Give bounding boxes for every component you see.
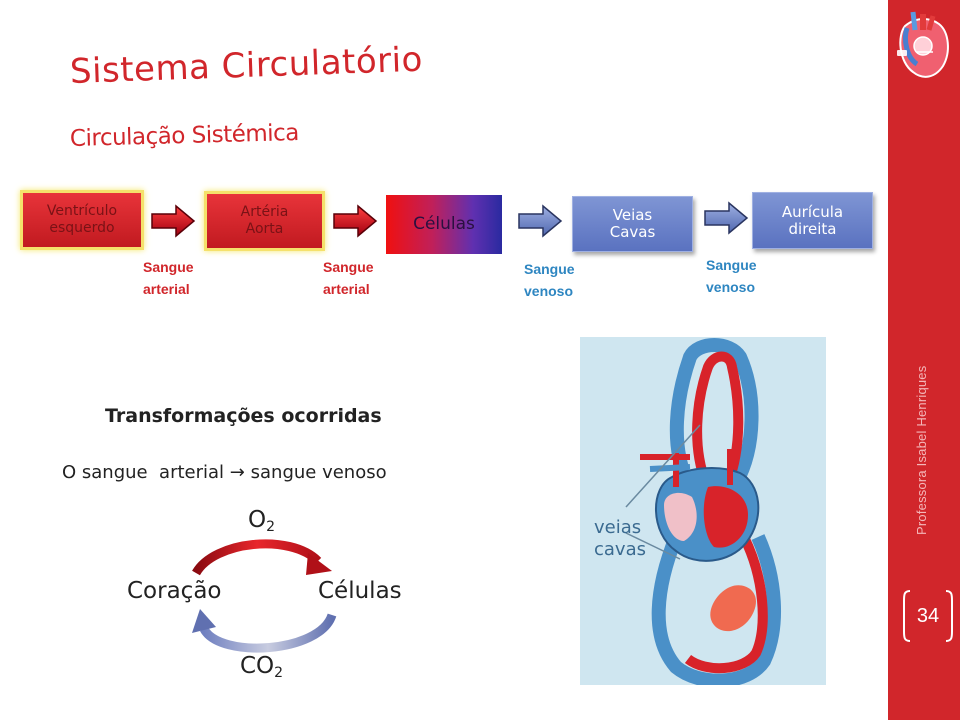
gas-co2-label: CO2 <box>240 653 283 681</box>
illustration-label-line2: cavas <box>594 539 646 560</box>
node-coracao: Coração <box>127 578 222 604</box>
arrow-right-icon <box>151 204 196 238</box>
slide-subtitle: Circulação Sistémica <box>69 120 300 152</box>
box-label-line1: Veias <box>612 206 653 224</box>
gas-bottom-text: CO <box>240 653 275 679</box>
circulation-illustration: veias cavas <box>580 337 826 685</box>
slide-title: Sistema Circulatório <box>69 39 424 92</box>
page-number-box: 34 <box>902 589 954 643</box>
box-label-line2: Aorta <box>245 221 284 237</box>
arrow-right-icon <box>518 204 563 238</box>
gas-bottom-sub: 2 <box>274 665 284 681</box>
gas-top-text: O <box>248 507 267 533</box>
node-celulas: Células <box>318 578 402 604</box>
heart-logo-icon <box>897 11 949 78</box>
blood-label-arterial: Sangue arterial <box>323 259 374 297</box>
flow-box-celulas: Células <box>386 195 502 254</box>
box-label: Células <box>413 214 475 234</box>
box-label-line2: Cavas <box>609 223 656 241</box>
blood-label-arterial: Sangue arterial <box>143 259 194 297</box>
page-brackets-icon <box>903 590 953 642</box>
box-label-line1: Artéria <box>240 204 289 220</box>
illustration-label-line1: veias <box>594 517 641 538</box>
sidebar <box>888 0 960 720</box>
author-label: Professora Isabel Henriques <box>914 365 929 535</box>
blood-label-venoso: Sangue venoso <box>524 261 575 299</box>
transformations-heading: Transformações ocorridas <box>105 405 382 427</box>
cycle-arrows <box>192 539 337 653</box>
blood-label-venoso: Sangue venoso <box>706 257 757 295</box>
gas-o2-label: O2 <box>248 507 275 535</box>
sentence-end: sangue venoso <box>250 462 387 483</box>
box-label-line1: Ventrículo <box>46 203 118 219</box>
arrow-right-icon: → <box>229 462 245 483</box>
page-number: 34 <box>916 604 940 627</box>
arrow-right-icon <box>333 204 378 238</box>
sentence-start: O sangue arterial <box>62 462 225 483</box>
arrow-right-icon <box>704 201 749 235</box>
box-label-line1: Aurícula <box>781 202 844 221</box>
box-label-line2: direita <box>788 219 837 238</box>
transformation-sentence: O sangue arterial → sangue venoso <box>62 462 387 483</box>
gas-top-sub: 2 <box>266 519 276 535</box>
box-label-line2: esquerdo <box>49 220 115 236</box>
